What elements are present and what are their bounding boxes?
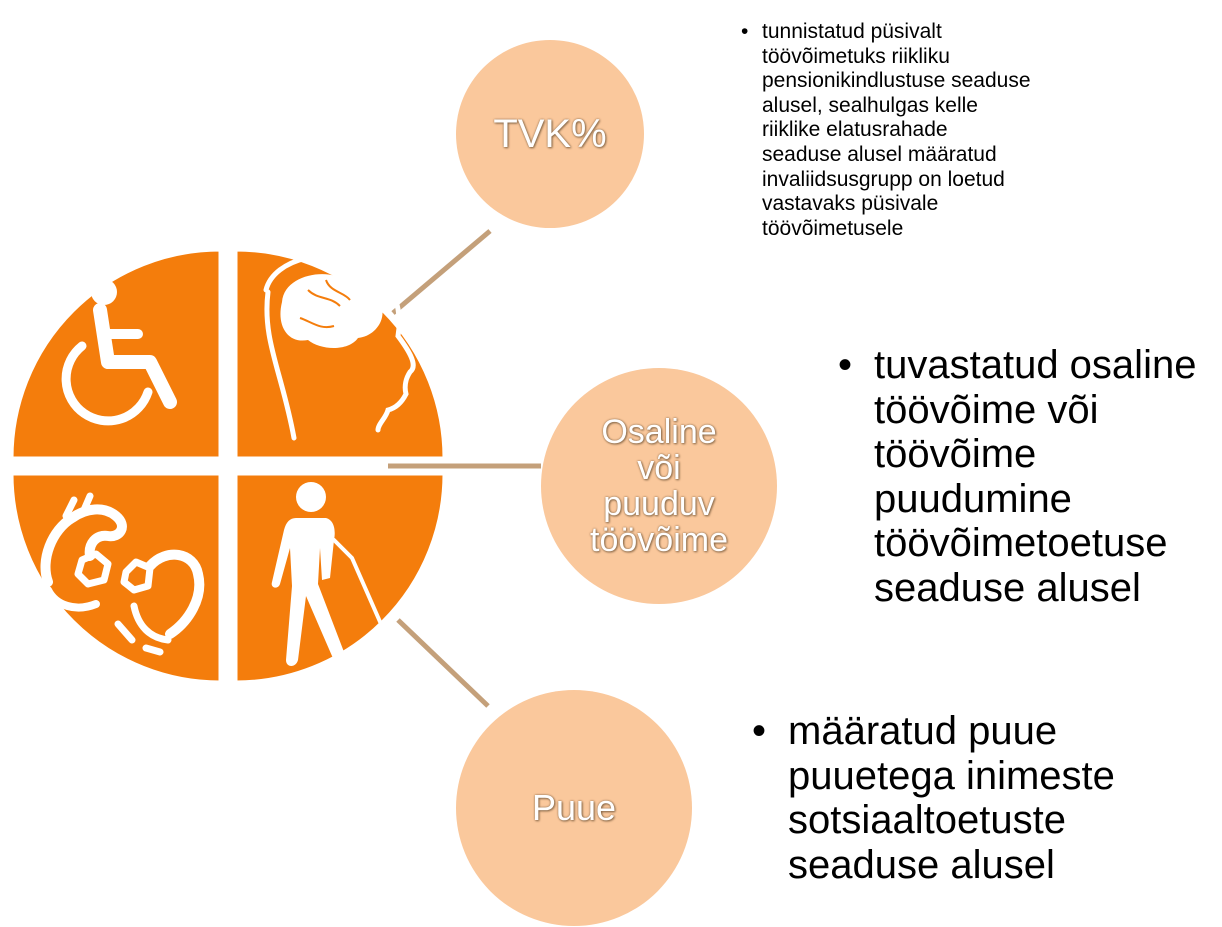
circle-tvk: TVK% [456, 40, 644, 228]
wheelchair-icon [61, 279, 177, 426]
blind-person-cane-icon [271, 482, 390, 666]
bullet-tvk-text: tunnistatud püsivalt töövõimetuks riikli… [762, 20, 1031, 240]
bullet-osaline-text: tuvastatud osaline töövõime või töövõime… [874, 343, 1197, 610]
bullet-tvk: • tunnistatud püsivalt töövõimetuks riik… [741, 20, 1031, 241]
circle-puue: Puue [456, 690, 692, 926]
circle-osaline-label-line-4: töövõime [590, 521, 728, 560]
circle-osaline-label-line-1: Osaline [601, 412, 717, 451]
quadrant-top-left [10, 248, 222, 460]
bullet-marker: • [838, 343, 853, 387]
circle-osaline-label-line-2: või [637, 448, 681, 487]
circle-puue-label: Puue [531, 787, 617, 828]
bullet-osaline: • tuvastatud osaline töövõime või töövõi… [838, 343, 1222, 610]
head-brain-icon [263, 253, 416, 441]
connector-line-puue [396, 618, 490, 708]
circle-osaline-label-line-3: puuduv [603, 485, 715, 523]
bullet-puue: • määratud puue puuetega inimeste sotsia… [752, 709, 1172, 887]
circle-tvk-label: TVK% [493, 111, 607, 156]
bullet-puue-text: määratud puue puuetega inimeste sotsiaal… [788, 709, 1115, 887]
bullet-marker: • [752, 709, 767, 753]
bullet-marker: • [741, 20, 749, 43]
sign-language-icon [40, 492, 205, 656]
connector-line-tvk [391, 229, 492, 315]
circle-osaline-voi-puuduv-toovoime: Osaline või puuduv töövõime [541, 368, 777, 604]
